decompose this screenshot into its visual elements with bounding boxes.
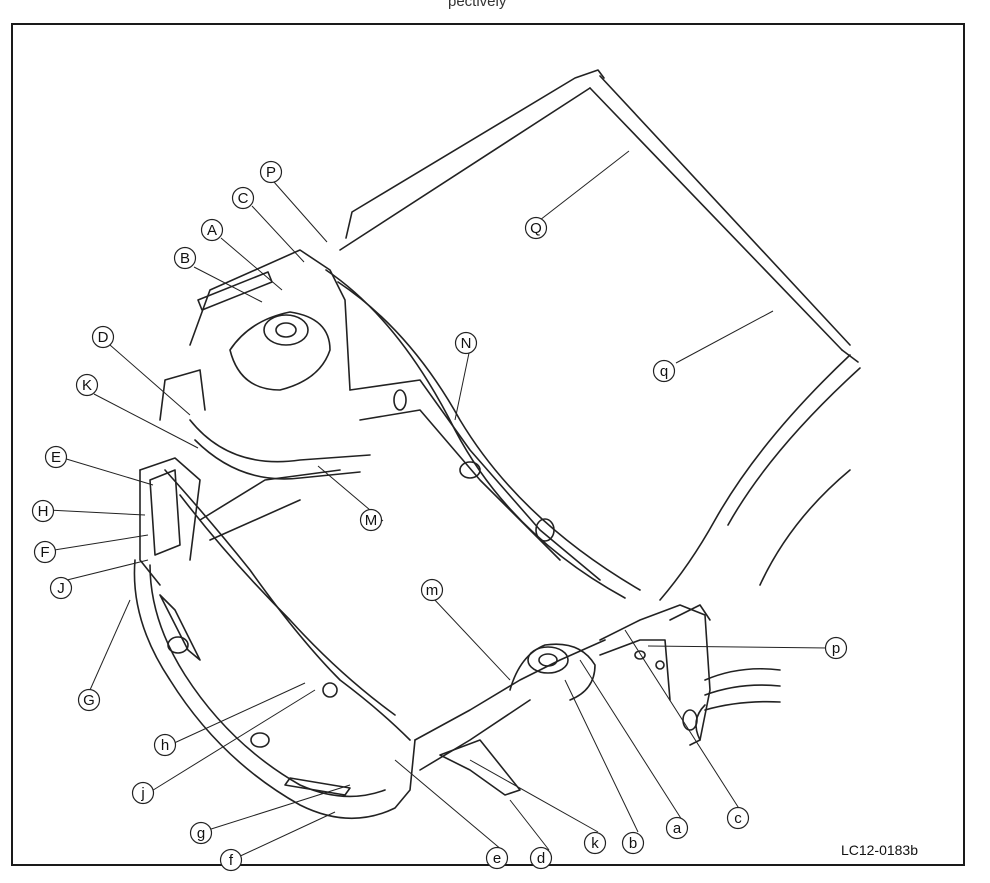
callout-upper-j: J [49, 576, 73, 600]
body-structure-lines [133, 69, 861, 820]
callout-letter: J [57, 580, 65, 597]
callout-upper-n: N [454, 331, 478, 355]
callout-circle [529, 846, 553, 870]
reference-code: LC12-0183b [841, 842, 918, 858]
callout-letter: P [266, 164, 276, 181]
callout-lower-f: f [219, 848, 243, 872]
callout-upper-m: M [359, 508, 383, 532]
callout-letter: p [832, 640, 840, 657]
callout-circle [420, 578, 444, 602]
callout-letter: c [734, 810, 742, 827]
callout-circle [153, 733, 177, 757]
callout-letter: C [238, 190, 249, 207]
callout-letter: M [365, 512, 378, 529]
callout-letter: f [229, 852, 234, 869]
callout-circle [91, 325, 115, 349]
callout-letter: k [591, 835, 599, 852]
callout-upper-d: D [91, 325, 115, 349]
diagram-frame [11, 23, 965, 866]
callout-circle [359, 508, 383, 532]
callout-circle [131, 781, 155, 805]
callout-circle [33, 540, 57, 564]
callout-letter: H [38, 503, 49, 520]
callout-letter: A [207, 222, 217, 239]
callout-circle [259, 160, 283, 184]
callout-circle [652, 359, 676, 383]
callout-circle [583, 831, 607, 855]
callout-upper-q: Q [524, 216, 548, 240]
callout-lower-k: k [583, 831, 607, 855]
callout-circle [231, 186, 255, 210]
callout-upper-c: C [231, 186, 255, 210]
callout-upper-e: E [44, 445, 68, 469]
callout-letter: E [51, 449, 61, 466]
callout-letter: b [629, 835, 637, 852]
callout-lower-q: q [652, 359, 676, 383]
callout-letter: N [461, 335, 472, 352]
callout-circle [44, 445, 68, 469]
callout-circle [726, 806, 750, 830]
callout-upper-p: P [259, 160, 283, 184]
callout-lower-a: a [665, 816, 689, 840]
callout-letter: g [197, 825, 205, 842]
callout-circle [454, 331, 478, 355]
leader-lines [47, 150, 829, 859]
callout-upper-k: K [75, 373, 99, 397]
callout-circle [189, 821, 213, 845]
callout-lower-c: c [726, 806, 750, 830]
callout-letter: Q [530, 220, 542, 237]
callout-circle [524, 216, 548, 240]
callout-letter: F [40, 544, 49, 561]
header-text-fragment: pectively [448, 0, 507, 10]
callout-letter: K [82, 377, 92, 394]
callout-lower-h: h [153, 733, 177, 757]
callout-lower-d: d [529, 846, 553, 870]
callout-lower-b: b [621, 831, 645, 855]
callout-letter: B [180, 250, 190, 267]
callout-letter: q [660, 363, 668, 380]
callout-circle [75, 373, 99, 397]
callout-upper-a: A [200, 218, 224, 242]
callout-lower-m: m [420, 578, 444, 602]
callout-letter: e [493, 850, 501, 867]
callout-letter: G [83, 692, 95, 709]
callout-lower-g: g [189, 821, 213, 845]
callout-circle [665, 816, 689, 840]
callout-circle [49, 576, 73, 600]
callout-lower-p: p [824, 636, 848, 660]
callout-lower-e: e [485, 846, 509, 870]
callout-circle [173, 246, 197, 270]
callout-labels: Qq PC AB D K E H F J G M Nm p j h g f e d k b a c [31, 160, 848, 872]
callout-lower-j: j [131, 781, 155, 805]
callout-circle [31, 499, 55, 523]
callout-letter: m [426, 582, 439, 599]
callout-circle [824, 636, 848, 660]
callout-letter: D [98, 329, 109, 346]
callout-circle [200, 218, 224, 242]
callout-letter: a [673, 820, 682, 837]
callout-upper-h: H [31, 499, 55, 523]
callout-circle [485, 846, 509, 870]
callout-letter: d [537, 850, 545, 867]
callout-upper-b: B [173, 246, 197, 270]
callout-upper-g: G [77, 688, 101, 712]
callout-circle [621, 831, 645, 855]
callout-upper-f: F [33, 540, 57, 564]
callout-letter: j [140, 785, 144, 802]
callout-circle [219, 848, 243, 872]
callout-circle [77, 688, 101, 712]
callout-letter: h [161, 737, 169, 754]
